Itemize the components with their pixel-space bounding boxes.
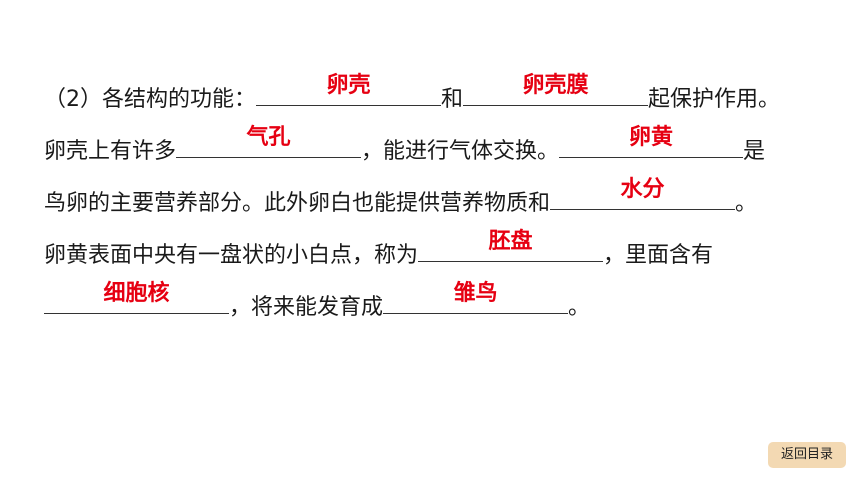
line3-prefix: 鸟卵的主要营养部分。此外卵白也能提供营养物质和	[44, 191, 551, 216]
answer-pores: 气孔	[246, 125, 291, 150]
text-line-3: 鸟卵的主要营养部分。此外卵白也能提供营养物质和 水分。	[44, 177, 824, 230]
answer-yolk: 卵黄	[629, 125, 674, 150]
answer-shell-membrane: 卵壳膜	[522, 73, 589, 98]
answer-blank: 水分	[550, 177, 736, 210]
answer-blank: 卵壳	[256, 73, 441, 106]
answer-blank: 雏鸟	[383, 281, 569, 314]
line4-prefix: 卵黄表面中央有一盘状的小白点，称为	[44, 243, 419, 268]
line5-mid: ，将来能发育成	[229, 295, 384, 320]
answer-blank: 卵黄	[559, 125, 744, 158]
answer-blank: 气孔	[176, 125, 362, 158]
line3-suffix: 。	[735, 191, 758, 216]
answer-water: 水分	[620, 177, 665, 202]
line2-mid: ，能进行气体交换。	[361, 139, 560, 164]
answer-eggshell: 卵壳	[326, 73, 371, 98]
answer-blank: 胚盘	[418, 229, 604, 262]
line5-suffix: 。	[568, 295, 591, 320]
line2-prefix: 卵壳上有许多	[44, 139, 177, 164]
line1-suffix: 起保护作用。	[648, 87, 781, 112]
answer-blank: 卵壳膜	[463, 73, 649, 106]
answer-germinal-disc: 胚盘	[488, 229, 533, 254]
line4-suffix: ，里面含有	[603, 243, 714, 268]
line1-prefix: （2）各结构的功能：	[44, 87, 256, 112]
text-line-1: （2）各结构的功能： 卵壳和 卵壳膜起保护作用。	[44, 73, 824, 126]
text-line-5: 细胞核 ，将来能发育成 雏鸟。	[44, 281, 824, 334]
answer-chick: 雏鸟	[453, 281, 498, 306]
question-text: （2）各结构的功能： 卵壳和 卵壳膜起保护作用。 卵壳上有许多 气孔 ，能进行气体交换。…	[44, 73, 824, 334]
back-to-contents-button[interactable]: 返回目录	[768, 442, 846, 468]
text-line-2: 卵壳上有许多 气孔 ，能进行气体交换。 卵黄是	[44, 125, 824, 178]
answer-nucleus: 细胞核	[103, 281, 170, 306]
text-line-4: 卵黄表面中央有一盘状的小白点，称为 胚盘 ，里面含有	[44, 229, 824, 282]
answer-blank: 细胞核	[44, 281, 229, 314]
line2-suffix: 是	[743, 139, 766, 164]
line1-mid: 和	[441, 87, 464, 112]
